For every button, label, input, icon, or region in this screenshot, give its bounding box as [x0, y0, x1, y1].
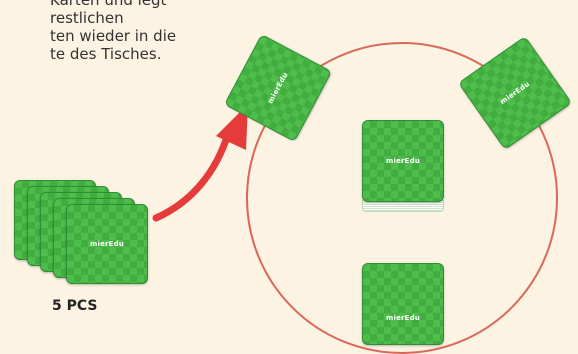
- card-logo: mierEdu: [363, 314, 443, 322]
- center-deck-card: mierEdu: [362, 120, 444, 202]
- instruction-line-2: restlichen: [50, 9, 210, 27]
- instruction-line-3: ten wieder in die: [50, 27, 210, 45]
- card-logo: mierEdu: [480, 67, 550, 119]
- instruction-text: Karten und legt restlichen ten wieder in…: [50, 0, 210, 63]
- card-logo: mierEdu: [363, 157, 443, 165]
- card-logo: mierEdu: [256, 52, 300, 125]
- curved-arrow-icon: [150, 100, 260, 230]
- instruction-line-1: Karten und legt: [50, 0, 210, 9]
- stack-card: mierEdu: [66, 204, 148, 284]
- instruction-line-4: te des Tisches.: [50, 45, 210, 63]
- card-logo: mierEdu: [67, 240, 147, 248]
- table-card-bottom: mierEdu: [362, 263, 444, 345]
- stack-count-label: 5 PCS: [52, 298, 98, 314]
